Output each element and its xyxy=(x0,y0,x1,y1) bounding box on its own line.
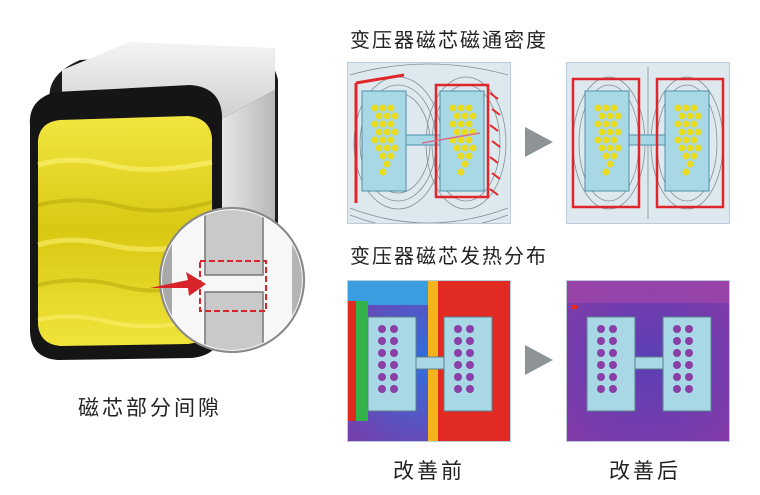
flux-improve-arrow-icon xyxy=(525,127,553,157)
gap-caption: 磁芯部分间隙 xyxy=(78,396,222,420)
heat-after-panel xyxy=(566,280,730,442)
flux-after-panel xyxy=(566,62,730,224)
heat-improve-arrow-icon xyxy=(525,345,553,375)
flux-section-title: 变压器磁芯磁通密度 xyxy=(350,28,548,52)
heat-before-panel xyxy=(347,280,511,442)
heat-section-title: 变压器磁芯发热分布 xyxy=(350,244,548,268)
transformer-illustration xyxy=(29,42,305,360)
before-label: 改善前 xyxy=(393,459,465,483)
gap-pointer-arrow xyxy=(150,272,206,296)
flux-before-panel xyxy=(347,62,511,224)
after-label: 改善后 xyxy=(609,459,681,483)
